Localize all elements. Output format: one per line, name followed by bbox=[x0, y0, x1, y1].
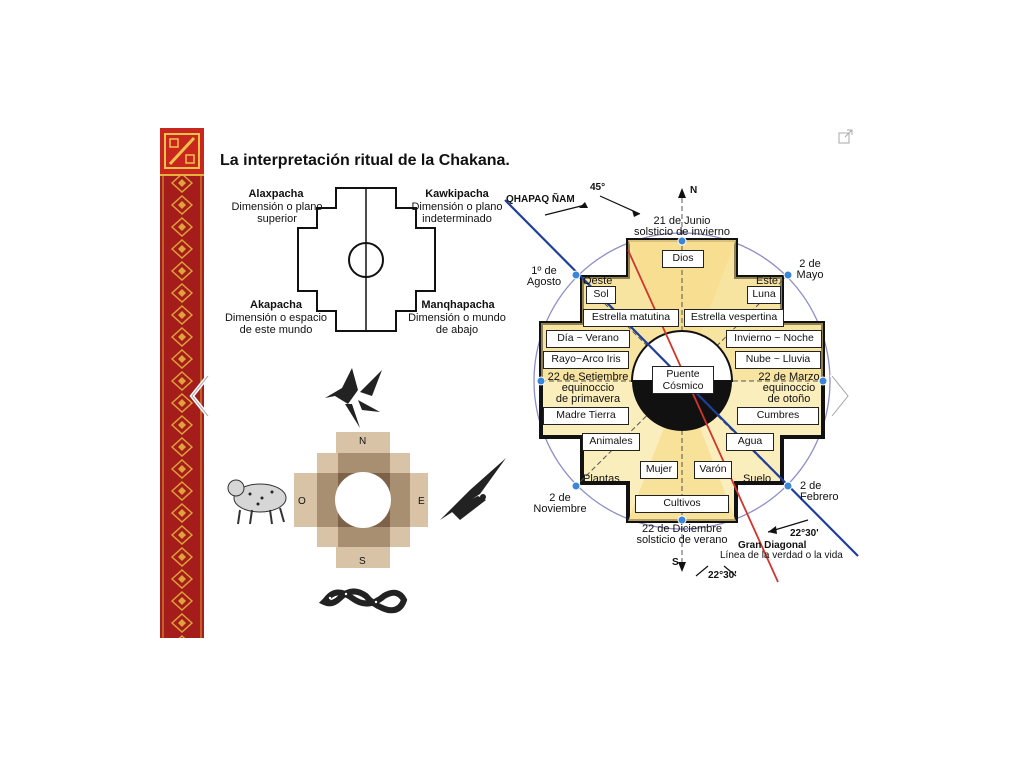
november-2: Noviembre bbox=[533, 503, 587, 515]
puente-line-2: Cósmico bbox=[662, 380, 704, 392]
rayo-arco-iris-box: Rayo~Arco Iris bbox=[543, 351, 629, 369]
band-logo bbox=[160, 128, 204, 176]
estrella-matutina-box: Estrella matutina bbox=[583, 309, 679, 327]
kawkipacha-desc-1: Dimensión o plano bbox=[411, 201, 503, 213]
nube-lluvia-box: Nube ~ Lluvia bbox=[735, 351, 821, 369]
serpent-icon bbox=[318, 588, 408, 614]
agua-box: Agua bbox=[726, 433, 774, 451]
cumbres-box: Cumbres bbox=[737, 407, 819, 425]
north-label: N bbox=[690, 185, 698, 196]
may-2: Mayo bbox=[796, 269, 824, 281]
november-1: 2 de bbox=[549, 492, 571, 504]
puente-cosmico-box: Puente Cósmico bbox=[652, 366, 714, 394]
expand-icon[interactable] bbox=[838, 128, 854, 144]
varon-box: Varón bbox=[694, 461, 732, 479]
chevron-left-icon bbox=[189, 374, 210, 418]
plantas-label: Plantas bbox=[583, 473, 620, 485]
logo-icon bbox=[164, 133, 200, 169]
angle-label-2: 22°30' bbox=[708, 570, 737, 581]
deg45-label: 45° bbox=[590, 182, 606, 193]
oeste-label: Oeste bbox=[583, 275, 613, 287]
este-label: Este bbox=[756, 275, 779, 287]
december-solstice: solsticio de verano bbox=[636, 534, 728, 546]
chevron-right-icon bbox=[830, 374, 851, 418]
invierno-noche-box: Invierno ~ Noche bbox=[726, 330, 822, 348]
estrella-vespertina-box: Estrella vespertina bbox=[684, 309, 784, 327]
compass-e: E bbox=[418, 496, 425, 507]
puente-line-1: Puente bbox=[666, 368, 700, 380]
akapacha-label: Akapacha bbox=[250, 299, 302, 311]
manqhapacha-desc-1: Dimensión o mundo bbox=[408, 312, 506, 324]
madre-tierra-box: Madre Tierra bbox=[543, 407, 629, 425]
mujer-box: Mujer bbox=[640, 461, 678, 479]
suelo-label: Suelo bbox=[743, 473, 772, 485]
akapacha-desc-2: de este mundo bbox=[239, 324, 313, 336]
august-2: Agosto bbox=[526, 276, 562, 288]
june-date: 21 de Junio bbox=[653, 215, 711, 227]
kawkipacha-desc-2: indeterminado bbox=[422, 213, 492, 225]
band-pattern bbox=[160, 174, 204, 638]
may-1: 2 de bbox=[799, 258, 821, 270]
december-date: 22 de Diciembre bbox=[641, 523, 723, 535]
slide-title: La interpretación ritual de la Chakana. bbox=[220, 152, 510, 169]
compass-chakana bbox=[294, 432, 428, 568]
gran-diagonal-desc: Línea de la verdad o la vida bbox=[720, 550, 843, 561]
alaxpacha-desc-2: superior bbox=[257, 213, 297, 225]
small-chakana bbox=[297, 187, 436, 332]
alaxpacha-desc-1: Dimensión o plano bbox=[231, 201, 323, 213]
june-solstice: solsticio de invierno bbox=[634, 226, 730, 238]
cultivos-box: Cultivos bbox=[635, 495, 729, 513]
february-2: Febrero bbox=[800, 491, 839, 503]
compass-n: N bbox=[359, 436, 367, 447]
alaxpacha-label: Alaxpacha bbox=[248, 188, 304, 200]
september-date: 22 de Setiembre bbox=[547, 371, 629, 383]
manqhapacha-label: Manqhapacha bbox=[421, 299, 495, 311]
prev-arrow-button[interactable] bbox=[186, 368, 214, 424]
march-equinox: equinoccio bbox=[762, 382, 816, 394]
south-label: S bbox=[672, 557, 679, 568]
dia-verano-box: Día ~ Verano bbox=[546, 330, 630, 348]
angle-label-1: 22°30' bbox=[790, 528, 819, 539]
akapacha-desc-1: Dimensión o espacio bbox=[224, 312, 328, 324]
animales-box: Animales bbox=[582, 433, 640, 451]
compass-s: S bbox=[359, 556, 366, 567]
decorative-band bbox=[160, 128, 204, 638]
manqhapacha-desc-2: de abajo bbox=[435, 324, 479, 336]
august-1: 1º de bbox=[531, 265, 557, 277]
sol-box: Sol bbox=[586, 286, 616, 304]
condor-icon bbox=[440, 458, 506, 520]
february-1: 2 de bbox=[800, 480, 822, 492]
march-date: 22 de Marzo bbox=[758, 371, 820, 383]
jaguar-icon bbox=[227, 479, 287, 525]
march-season: de otoño bbox=[767, 393, 811, 405]
kawkipacha-label: Kawkipacha bbox=[425, 188, 489, 200]
gran-diagonal-label: Gran Diagonal bbox=[738, 540, 807, 551]
compass-o: O bbox=[298, 496, 306, 507]
hummingbird-icon bbox=[325, 368, 382, 428]
qhapaq-label: QHAPAQ ÑAM bbox=[506, 194, 575, 205]
september-season: de primavera bbox=[555, 393, 621, 405]
gran-diagonal-line bbox=[627, 249, 779, 583]
luna-box: Luna bbox=[747, 286, 781, 304]
next-arrow-button[interactable] bbox=[826, 368, 854, 424]
dios-box: Dios bbox=[662, 250, 704, 268]
september-equinox: equinoccio bbox=[561, 382, 615, 394]
